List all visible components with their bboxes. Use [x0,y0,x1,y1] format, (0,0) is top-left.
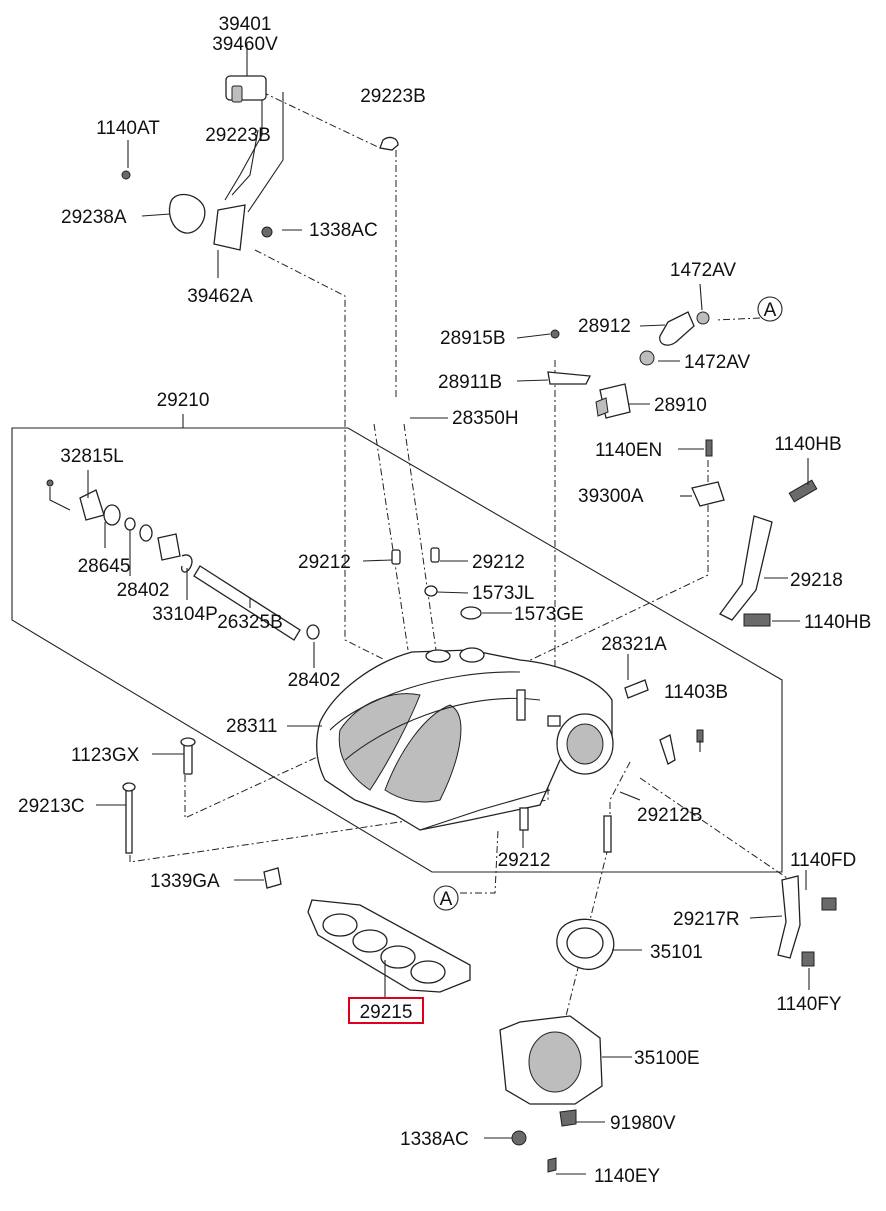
label-28402-b[interactable]: 28402 [288,670,341,691]
intake-manifold-body [316,647,614,831]
pcv-sensor-group [547,311,818,627]
throttle-body-group [499,875,837,1173]
label-28321a[interactable]: 28321A [601,634,667,655]
label-1338ac-top[interactable]: 1338AC [309,220,378,241]
label-1472av-top[interactable]: 1472AV [670,260,737,281]
label-1338ac-bottom[interactable]: 1338AC [400,1129,469,1150]
label-29212-left[interactable]: 29212 [298,552,351,573]
label-29217r[interactable]: 29217R [673,909,740,930]
label-29223b-mid[interactable]: 29223B [205,125,271,146]
label-28350h[interactable]: 28350H [452,408,519,429]
label-1140ey[interactable]: 1140EY [594,1166,661,1187]
label-26325b[interactable]: 26325B [217,612,283,633]
callout-a-circle-top [757,296,783,322]
part-labels: 39401 39460V 29223B 1140AT 29223B 29238A… [18,14,871,1187]
label-35101[interactable]: 35101 [650,942,703,963]
label-35100e[interactable]: 35100E [634,1048,700,1069]
label-1140hb-bottom[interactable]: 1140HB [804,612,871,633]
label-1573jl[interactable]: 1573JL [472,583,534,604]
label-1140hb-top[interactable]: 1140HB [774,434,841,455]
label-29238a[interactable]: 29238A [61,207,127,228]
label-33104p[interactable]: 33104P [152,604,218,625]
highlight-box-29215 [348,997,424,1024]
label-1123gx[interactable]: 1123GX [71,745,140,766]
assembly-outline [11,427,783,873]
label-28915b[interactable]: 28915B [440,328,506,349]
label-29212b[interactable]: 29212B [637,805,703,826]
label-29212-bottom[interactable]: 29212 [498,850,551,871]
label-1140at[interactable]: 1140AT [96,118,160,139]
label-1140en[interactable]: 1140EN [595,440,662,461]
label-32815l[interactable]: 32815L [60,446,123,467]
label-39401[interactable]: 39401 [219,14,272,35]
label-28911b[interactable]: 28911B [438,372,502,393]
variable-intake-shaft-group [46,479,320,641]
gasket-29215-drawing [307,899,471,993]
callout-a-circle-bottom [433,885,459,911]
label-1140fd[interactable]: 1140FD [790,850,856,871]
label-29210[interactable]: 29210 [157,390,210,411]
label-29215[interactable]: 29215 [360,1002,413,1023]
label-11403b[interactable]: 11403B [664,682,728,703]
label-28402-a[interactable]: 28402 [117,580,170,601]
assembly-dash-lines [129,91,791,1041]
label-28912[interactable]: 28912 [578,316,631,337]
label-91980v[interactable]: 91980V [610,1113,676,1134]
label-1140fy[interactable]: 1140FY [776,994,841,1015]
label-29212-right[interactable]: 29212 [472,552,525,573]
label-1573ge[interactable]: 1573GE [514,604,584,625]
label-39300a[interactable]: 39300A [578,486,644,507]
label-29213c[interactable]: 29213C [18,796,85,817]
label-39460v[interactable]: 39460V [212,34,278,55]
label-29223b-top[interactable]: 29223B [360,86,426,107]
callout-a-bottom: A [440,889,453,910]
label-39462a[interactable]: 39462A [187,286,253,307]
label-1339ga[interactable]: 1339GA [150,871,220,892]
label-29218[interactable]: 29218 [790,570,843,591]
label-28645[interactable]: 28645 [78,556,131,577]
leader-lines [87,140,810,1175]
callout-a-top: A [764,300,777,321]
manifold-hardware [122,547,704,889]
label-28311[interactable]: 28311 [226,716,277,737]
label-1472av-mid[interactable]: 1472AV [684,352,751,373]
purge-valve-group [121,44,399,251]
label-28910[interactable]: 28910 [654,395,707,416]
